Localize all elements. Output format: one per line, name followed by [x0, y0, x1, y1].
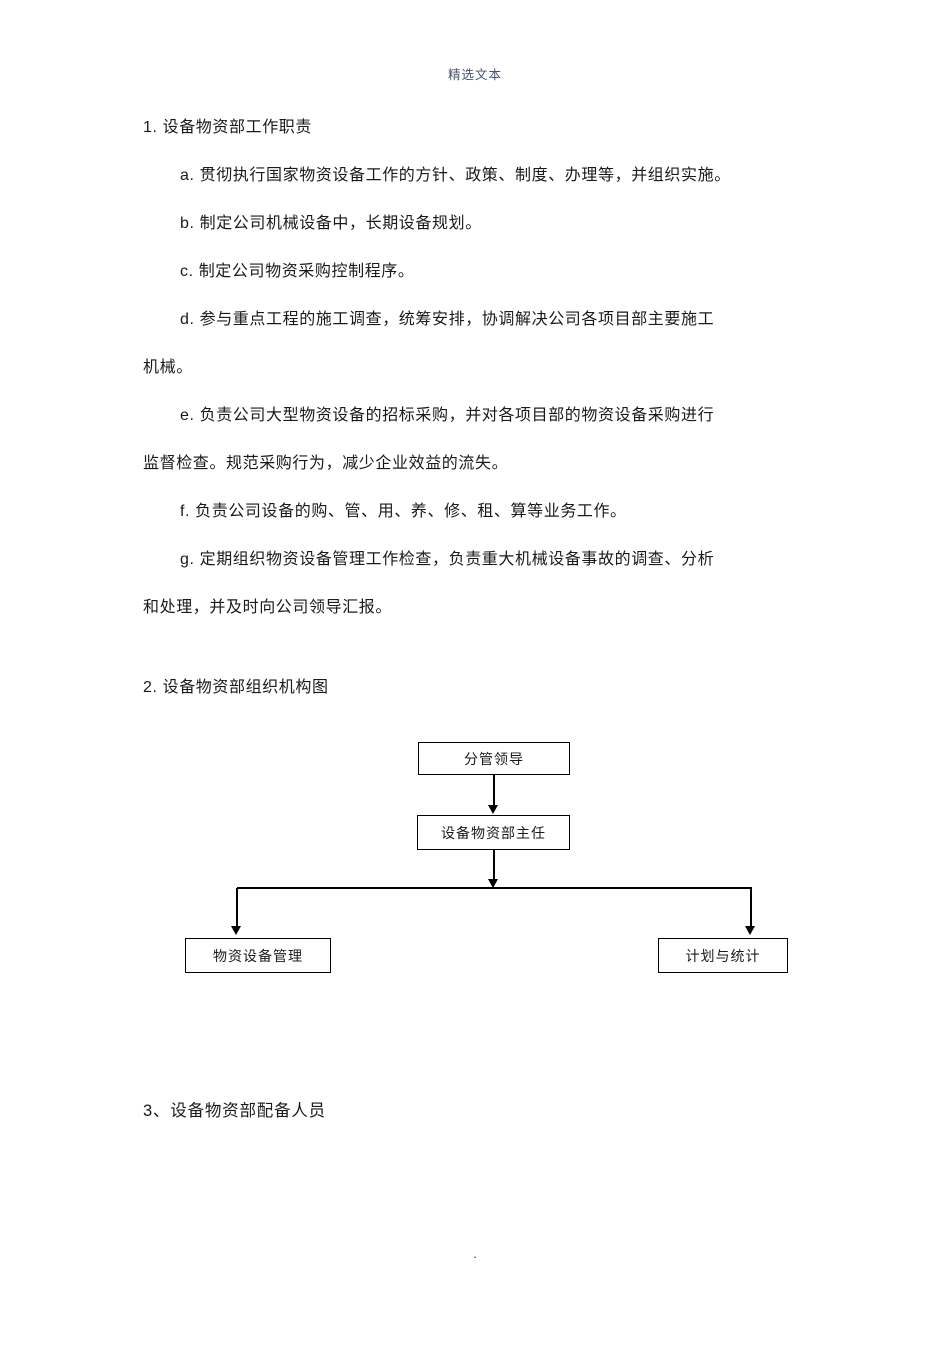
list-item-e-continuation: 监督检查。规范采购行为，减少企业效益的流失。: [143, 455, 509, 472]
arrow-down-icon: [231, 926, 241, 935]
connector-line-right: [750, 888, 752, 926]
org-chart-box-leader: 分管领导: [418, 742, 570, 775]
arrow-down-icon: [488, 805, 498, 814]
connector-line-left: [236, 888, 238, 926]
page-header-text: 精选文本: [447, 68, 502, 82]
document-body: 1. 设备物资部工作职责 a. 贯彻执行国家物资设备工作的方针、政策、制度、办理…: [143, 104, 813, 712]
list-item-c: c. 制定公司物资采购控制程序。: [180, 263, 415, 280]
footer-dot: .: [473, 1246, 477, 1261]
connector-line-horizontal: [237, 887, 752, 889]
arrow-down-icon: [488, 879, 498, 888]
arrow-down-icon: [745, 926, 755, 935]
org-chart-box-materials: 物资设备管理: [185, 938, 331, 973]
org-chart-box-planning: 计划与统计: [658, 938, 788, 973]
list-item-b: b. 制定公司机械设备中，长期设备规划。: [180, 215, 482, 232]
heading-section-3: 3、设备物资部配备人员: [143, 1102, 326, 1120]
org-chart-box-director: 设备物资部主任: [417, 815, 570, 850]
list-item-g-continuation: 和处理，并及时向公司领导汇报。: [143, 599, 393, 616]
list-item-d-continuation: 机械。: [143, 359, 193, 376]
list-item-a: a. 贯彻执行国家物资设备工作的方针、政策、制度、办理等，并组织实施。: [180, 167, 731, 184]
list-item-f: f. 负责公司设备的购、管、用、养、修、租、算等业务工作。: [180, 503, 627, 520]
heading-section-1: 1. 设备物资部工作职责: [143, 119, 312, 136]
connector-line-middle: [493, 850, 495, 879]
heading-section-2: 2. 设备物资部组织机构图: [143, 679, 329, 696]
list-item-g: g. 定期组织物资设备管理工作检查，负责重大机械设备事故的调查、分析: [180, 551, 715, 568]
list-item-e: e. 负责公司大型物资设备的招标采购，并对各项目部的物资设备采购进行: [180, 407, 715, 424]
connector-line-top: [493, 775, 495, 805]
list-item-d: d. 参与重点工程的施工调查，统筹安排，协调解决公司各项目部主要施工: [180, 311, 715, 328]
